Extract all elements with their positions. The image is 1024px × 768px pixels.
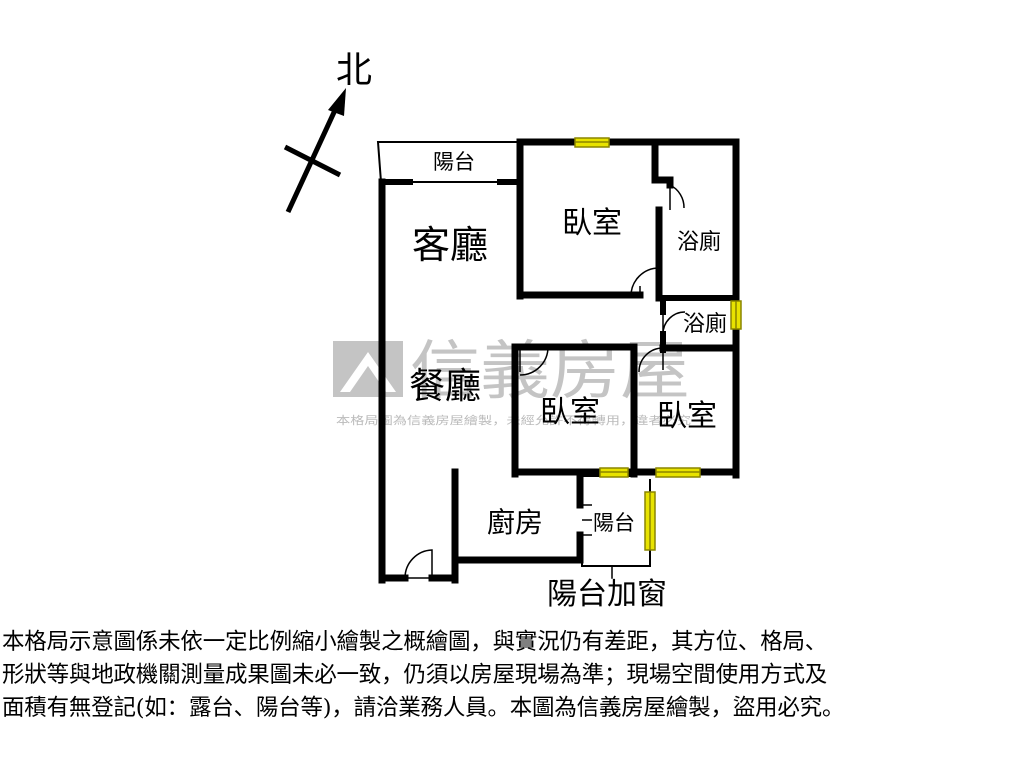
label-balcony-kitchen: 陽台 — [593, 511, 635, 535]
disclaimer-line: 形狀等與地政機關測量成果圖未必一致，仍須以房屋現場為準；現場空間使用方式及 — [2, 662, 828, 688]
label-bedroom-middle: 臥室 — [540, 395, 600, 430]
label-bedroom-top: 臥室 — [562, 206, 622, 241]
disclaimer: 本格局示意圖係未依一定比例縮小繪製之概繪圖，與實況仍有差距，其方位、格局、 形狀… — [2, 626, 1022, 725]
room-labels: 陽台 客廳 臥室 浴廁 浴廁 餐廳 臥室 臥室 廚房 陽台 陽台加窗 — [409, 150, 727, 612]
bathroom-1-corner — [651, 138, 674, 189]
disclaimer-line: 面積有無登記(如：露台、陽台等)，請洽業務人員。本圖為信義房屋繪製，盜用必究。 — [2, 695, 845, 721]
label-bedroom-right: 臥室 — [657, 399, 717, 434]
bathroom-1-door — [669, 184, 685, 210]
label-dining-room: 餐廳 — [409, 366, 481, 407]
windows — [574, 137, 742, 551]
bedroom-top-door — [630, 267, 660, 298]
north-arrow-head — [328, 88, 346, 116]
label-kitchen: 廚房 — [487, 506, 543, 539]
label-balcony-top: 陽台 — [433, 150, 475, 174]
bedroom-middle-door — [519, 346, 549, 376]
bathroom-2-door — [662, 311, 686, 335]
disclaimer-line: 本格局示意圖係未依一定比例縮小繪製之概繪圖，與實況仍有差距，其方位、格局、 — [2, 629, 828, 655]
doors — [404, 184, 686, 579]
label-balcony-window-note: 陽台加窗 — [547, 577, 667, 612]
compass-crossbar — [283, 144, 342, 178]
entrance-door — [404, 549, 433, 579]
bedroom-right-door — [638, 347, 664, 373]
balcony-top-outline — [376, 141, 521, 184]
label-bathroom-1: 浴廁 — [677, 230, 721, 255]
compass: 北 — [283, 50, 372, 214]
label-bathroom-2: 浴廁 — [683, 312, 727, 337]
north-label: 北 — [336, 50, 372, 91]
floor-plan: 北 信義房屋 本格局圖為信義房屋繪製，未經允許不得轉用，違者必究 — [283, 50, 742, 612]
label-living-room: 客廳 — [412, 223, 488, 267]
balcony-kitchen-door — [580, 504, 592, 536]
